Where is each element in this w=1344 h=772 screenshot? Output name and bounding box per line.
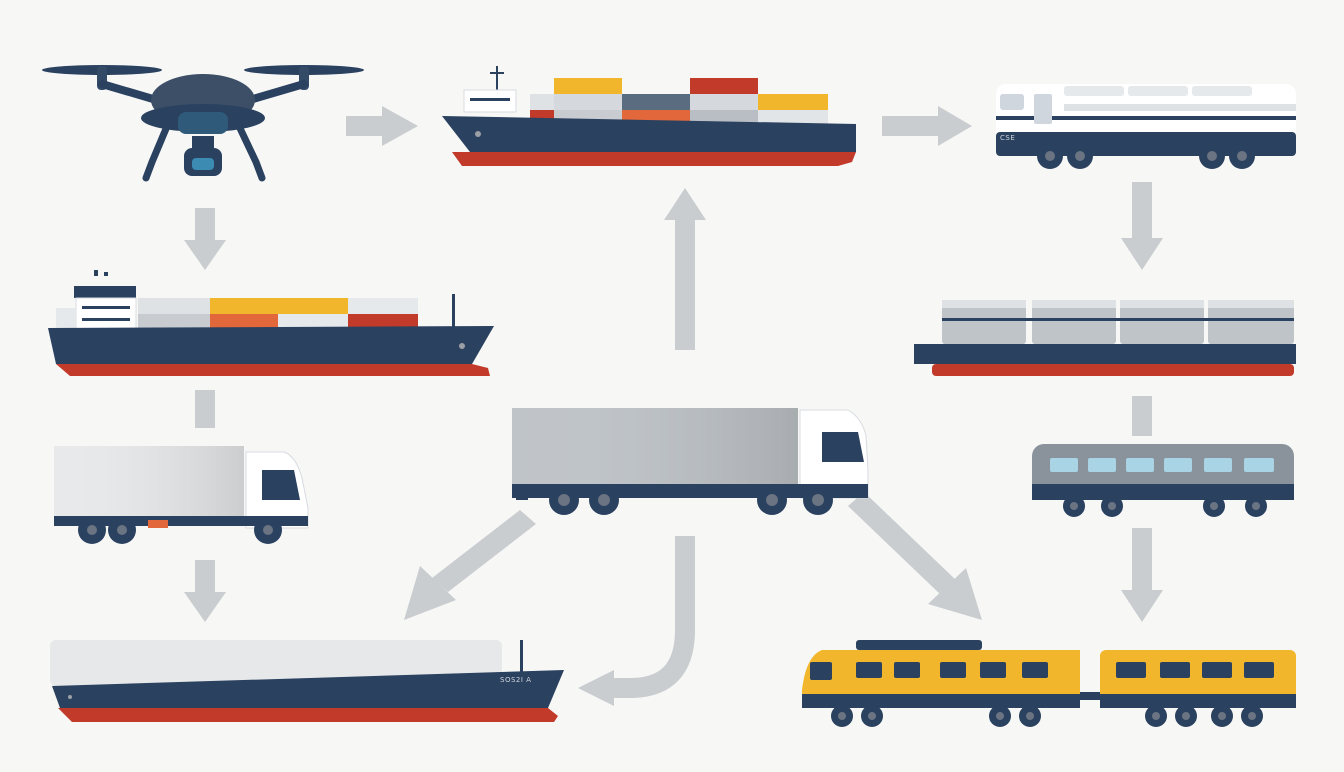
tour-bus: CSE [996,84,1296,169]
arrow-diag-right [848,492,982,620]
arrow-diag-left [404,510,536,620]
drone [42,65,364,182]
semi-truck-center [512,408,869,515]
arrow-center-up [664,188,706,350]
barge-right [914,300,1296,376]
arrow-barge-down [1132,396,1152,436]
arrow-bus-down [1121,182,1163,270]
arrow-curved-to-bottom-ship [578,536,695,706]
container-ship-top [442,66,856,166]
arrow-drone-down [184,208,226,270]
passenger-coach [1032,444,1294,517]
arrow-ship-to-bus [882,106,972,146]
arrow-coach-down [1121,528,1163,622]
bus-marking: CSE [1000,134,1015,142]
container-ship-left [48,270,494,376]
yellow-train [802,640,1296,727]
box-truck-left [54,446,309,544]
arrow-drone-to-ship [346,106,418,146]
arrow-ship-left-down [195,390,215,428]
bulk-carrier-bottom: SOS2I A [50,640,564,722]
arrow-truck-left-down [184,560,226,622]
ship-hull-marking: SOS2I A [500,676,531,684]
